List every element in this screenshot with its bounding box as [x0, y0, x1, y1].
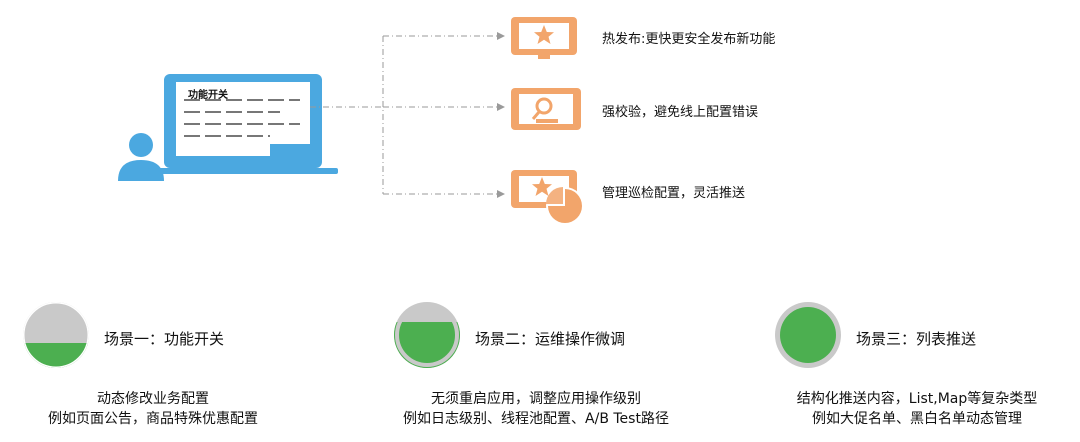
scenario-2-description: 无须重启应用，调整应用操作级别 例如日志级别、线程池配置、A/B Test路径 [356, 389, 716, 429]
scenario-2-circle [394, 302, 460, 368]
scenario-1-line-2: 例如页面公告，商品特殊优惠配置 [48, 411, 258, 427]
scenario-3-description: 结构化推送内容，List,Map等复杂类型 例如大促名单、黑白名单动态管理 [737, 389, 1080, 429]
monitor-star-pie-icon [511, 170, 584, 225]
feature-label-inspection-push: 管理巡检配置，灵活推送 [602, 186, 746, 201]
feature-label-hot-release: 热发布:更快更安全发布新功能 [602, 32, 776, 47]
user-icon [118, 133, 164, 181]
scenario-1-line-1: 动态修改业务配置 [97, 391, 209, 407]
monitor-magnifier-icon [511, 88, 581, 130]
scenario-1-circle [23, 302, 89, 368]
connector-arrowheads [497, 32, 505, 198]
monitor-star-icon [511, 17, 577, 59]
switch-panel-title: 功能开关 [188, 90, 228, 101]
feature-label-strong-validation: 强校验，避免线上配置错误 [602, 105, 759, 120]
scenario-3-circle [775, 302, 841, 368]
scenario-2-line-2: 例如日志级别、线程池配置、A/B Test路径 [403, 411, 669, 427]
scenario-3-line-2: 例如大促名单、黑白名单动态管理 [812, 411, 1022, 427]
connector-lines [310, 35, 498, 195]
scenario-1-description: 动态修改业务配置 例如页面公告，商品特殊优惠配置 [0, 389, 333, 429]
scenario-3-title: 场景三：列表推送 [856, 330, 977, 348]
scenario-1-title: 场景一：功能开关 [104, 330, 225, 348]
laptop-icon [148, 74, 338, 174]
scenario-3-line-1: 结构化推送内容，List,Map等复杂类型 [796, 391, 1038, 407]
scenario-2-title: 场景二：运维操作微调 [475, 330, 626, 348]
scenario-2-line-1: 无须重启应用，调整应用操作级别 [431, 391, 641, 407]
